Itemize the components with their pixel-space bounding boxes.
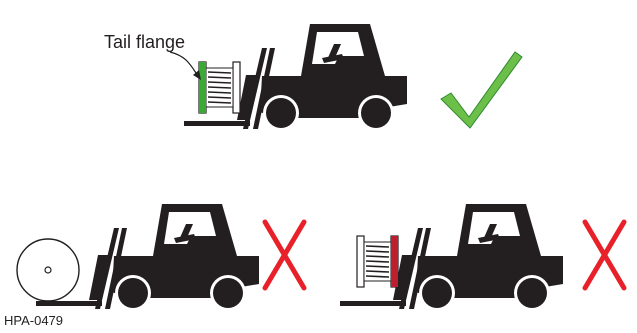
tail-flange-highlight-wrong <box>391 236 398 287</box>
tail-flange-label: Tail flange <box>104 32 185 53</box>
checkmark-icon <box>441 52 522 128</box>
reel-upright-tail-flange-toward-mast <box>199 62 240 113</box>
figure-id-label: HPA-0479 <box>4 313 63 328</box>
reel-on-side <box>17 239 79 301</box>
x-mark-icon <box>585 222 624 288</box>
tail-flange-callout-arrow <box>170 52 198 76</box>
reel-upright-tail-flange-away-from-mast <box>357 236 398 287</box>
tail-flange-highlight <box>199 62 206 113</box>
x-mark-icon <box>265 222 304 288</box>
